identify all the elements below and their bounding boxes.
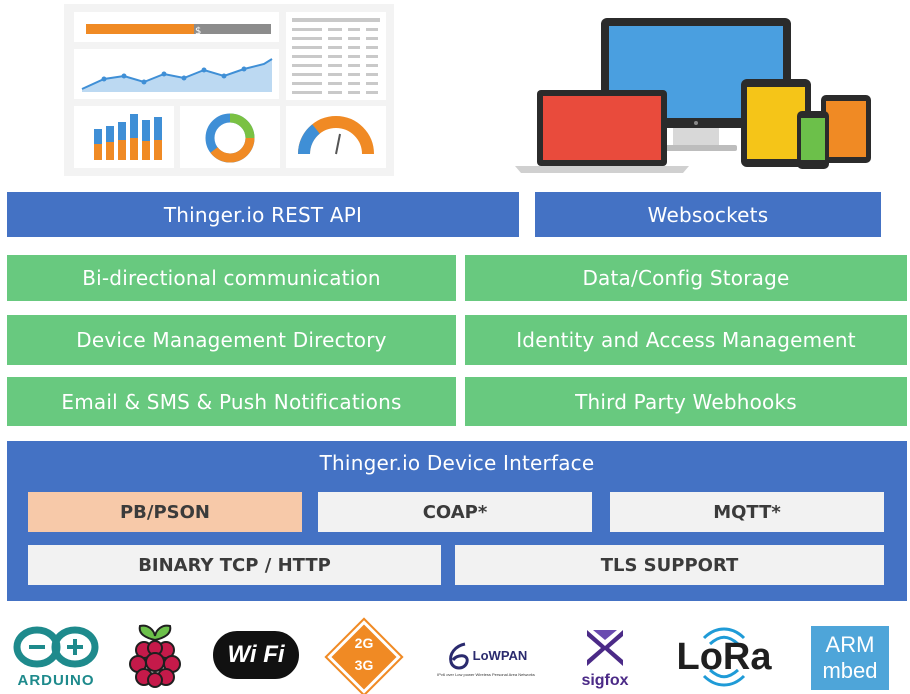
arm-mbed-logo: ARM mbed xyxy=(811,626,889,690)
feature-label: Data/Config Storage xyxy=(582,266,790,290)
lora-logo: LoRa xyxy=(662,624,786,690)
lowpan-logo: LoWPAN IPv6 over Low power Wireless Pers… xyxy=(424,630,548,686)
protocol-label: TLS SUPPORT xyxy=(600,554,739,576)
dashboard-graphic: $ xyxy=(74,12,386,168)
feature-device-management: Device Management Directory xyxy=(7,315,456,365)
feature-notifications: Email & SMS & Push Notifications xyxy=(7,377,456,426)
wifi-text: Wi Fi xyxy=(227,641,285,668)
sigfox-text: sigfox xyxy=(581,672,629,689)
device-interface-panel: Thinger.io Device Interface PB/PSON COAP… xyxy=(7,441,907,601)
feature-label: Device Management Directory xyxy=(76,328,387,352)
protocol-tls-support: TLS SUPPORT xyxy=(455,545,884,585)
websockets-label: Websockets xyxy=(647,202,769,227)
cellular-labels: 2G 3G xyxy=(328,632,400,676)
protocol-label: MQTT* xyxy=(713,501,781,523)
feature-storage: Data/Config Storage xyxy=(465,255,907,301)
rest-api-label: Thinger.io REST API xyxy=(163,202,363,227)
arduino-infinity-icon xyxy=(13,626,99,667)
device-interface-title-text: Thinger.io Device Interface xyxy=(319,451,595,475)
arduino-text: ARDUINO xyxy=(17,671,95,689)
arduino-logo: ARDUINO xyxy=(8,622,104,690)
lowpan-text: LoWPAN xyxy=(472,648,528,663)
raspberry-icon xyxy=(129,624,181,688)
mbed-text: mbed xyxy=(822,658,878,683)
cellular-2g-text: 2G xyxy=(354,635,374,651)
websockets-bar: Websockets xyxy=(535,192,881,237)
feature-identity-access: Identity and Access Management xyxy=(465,315,907,365)
dashboard-illustration: $ xyxy=(64,4,394,176)
feature-label: Identity and Access Management xyxy=(516,328,856,352)
protocol-binary-tcp-http: BINARY TCP / HTTP xyxy=(28,545,441,585)
feature-webhooks: Third Party Webhooks xyxy=(465,377,907,426)
protocol-label: COAP* xyxy=(422,501,488,523)
feature-label: Bi-directional communication xyxy=(82,266,381,290)
protocol-mqtt: MQTT* xyxy=(610,492,884,532)
lora-text: LoRa xyxy=(676,635,772,678)
cellular-3g-text: 3G xyxy=(354,657,374,673)
protocol-pb-pson: PB/PSON xyxy=(28,492,302,532)
feature-label: Third Party Webhooks xyxy=(575,389,797,414)
sigfox-logo: sigfox xyxy=(570,624,640,692)
lowpan-subtitle: IPv6 over Low power Wireless Personal Ar… xyxy=(437,671,535,677)
lowpan-mark: LoWPAN xyxy=(445,640,528,672)
raspberry-pi-logo xyxy=(122,620,188,690)
rest-api-bar: Thinger.io REST API xyxy=(7,192,519,237)
feature-label: Email & SMS & Push Notifications xyxy=(61,389,402,414)
devices-graphic xyxy=(515,18,871,173)
lowpan-six-icon xyxy=(448,642,469,669)
arm-text: ARM xyxy=(825,632,875,657)
progress-marker: $ xyxy=(195,26,201,37)
sigfox-icon xyxy=(587,630,623,666)
protocol-label: BINARY TCP / HTTP xyxy=(138,554,331,576)
wifi-badge: Wi Fi xyxy=(213,631,299,679)
feature-bidirectional: Bi-directional communication xyxy=(7,255,456,301)
device-interface-title: Thinger.io Device Interface xyxy=(7,447,907,479)
protocol-label: PB/PSON xyxy=(119,501,210,523)
wifi-logo: Wi Fi xyxy=(210,628,302,682)
devices-illustration xyxy=(515,15,875,175)
cellular-2g-3g-logo: 2G 3G xyxy=(324,617,404,694)
lora-waves-icon xyxy=(702,627,746,687)
protocol-coap: COAP* xyxy=(318,492,592,532)
